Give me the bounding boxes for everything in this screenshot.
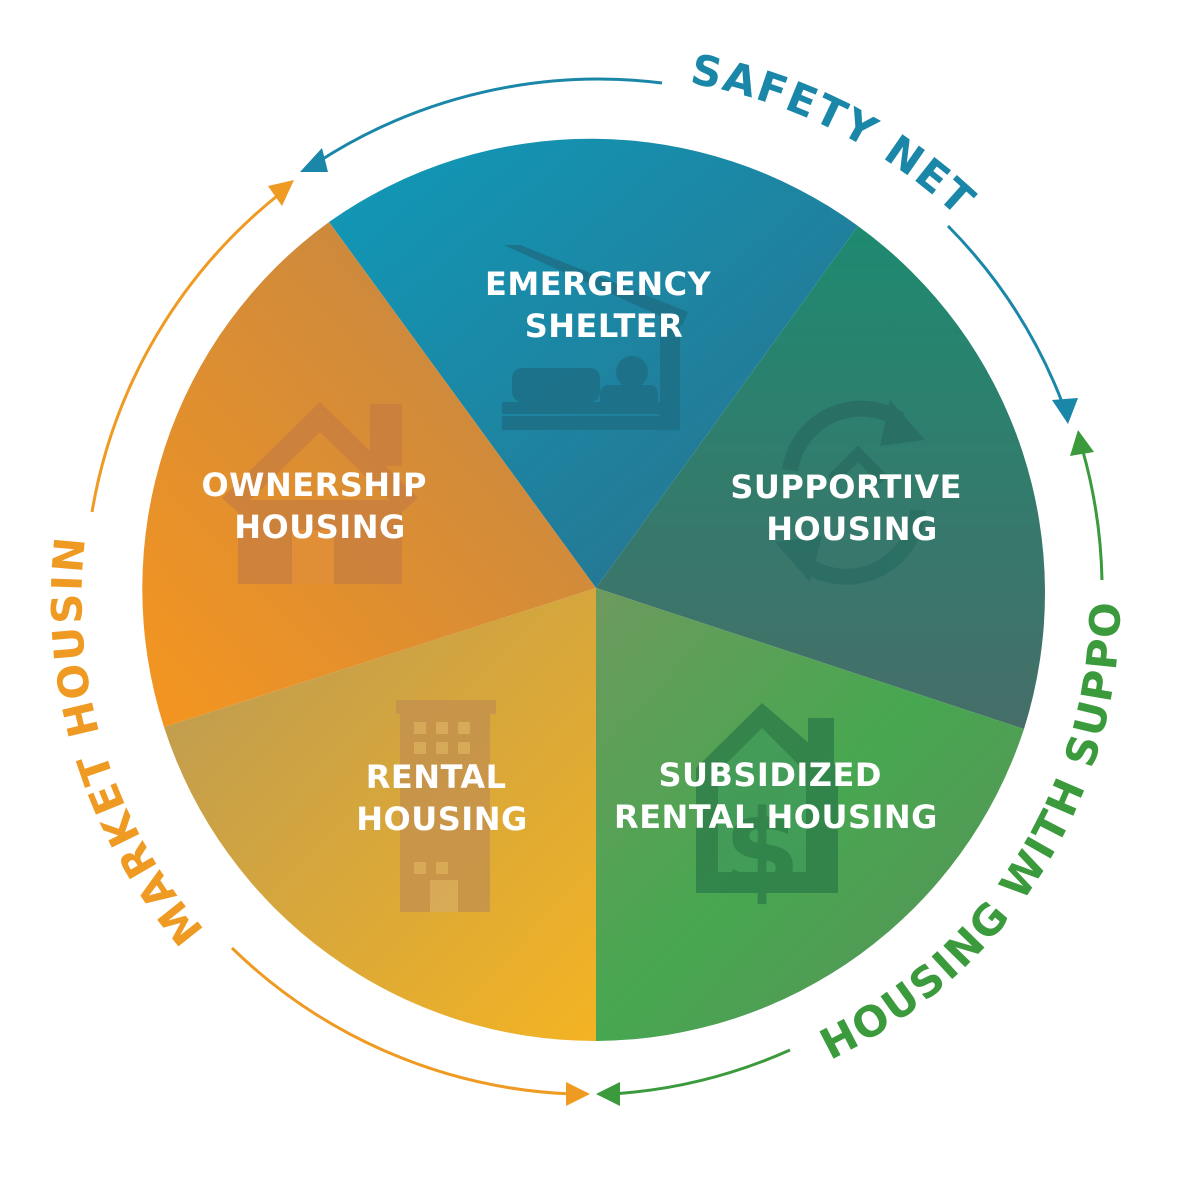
cycle-house-icon [775, 400, 926, 585]
market-housing-arrowhead-top [268, 180, 294, 206]
dollar-house-icon: $ [696, 703, 838, 914]
segment-label-supportive-housing: SUPPORTIVE HOUSING [730, 468, 973, 548]
market-housing-arrowhead-bottom [566, 1082, 590, 1106]
segment-label-rental-housing: RENTAL HOUSING [356, 758, 527, 838]
housing-with-supports-arc [611, 447, 1104, 1096]
house-icon [222, 402, 418, 584]
segment-label-ownership-housing: OWNERSHIP HOUSING [201, 466, 438, 546]
segment-label-emergency-shelter: EMERGENCY SHELTER [485, 265, 723, 345]
safety-net-arc [317, 77, 1064, 403]
segment-supportive-housing [596, 226, 1045, 729]
building-icon [396, 700, 496, 912]
safety-net-arrowhead-right [1052, 398, 1078, 424]
segment-label-subsidized-rental-housing: SUBSIDIZED RENTAL HOUSING [614, 756, 938, 836]
svg-text:$: $ [724, 786, 801, 914]
housing-with-supports-arrowhead-top [1070, 430, 1094, 456]
safety-net-arrowhead-left [300, 148, 328, 172]
shelter-icon [502, 245, 688, 430]
market-housing-arc [90, 190, 573, 1096]
segment-emergency-shelter [329, 138, 858, 589]
housing-with-supports-arrowhead-bottom [596, 1082, 620, 1106]
